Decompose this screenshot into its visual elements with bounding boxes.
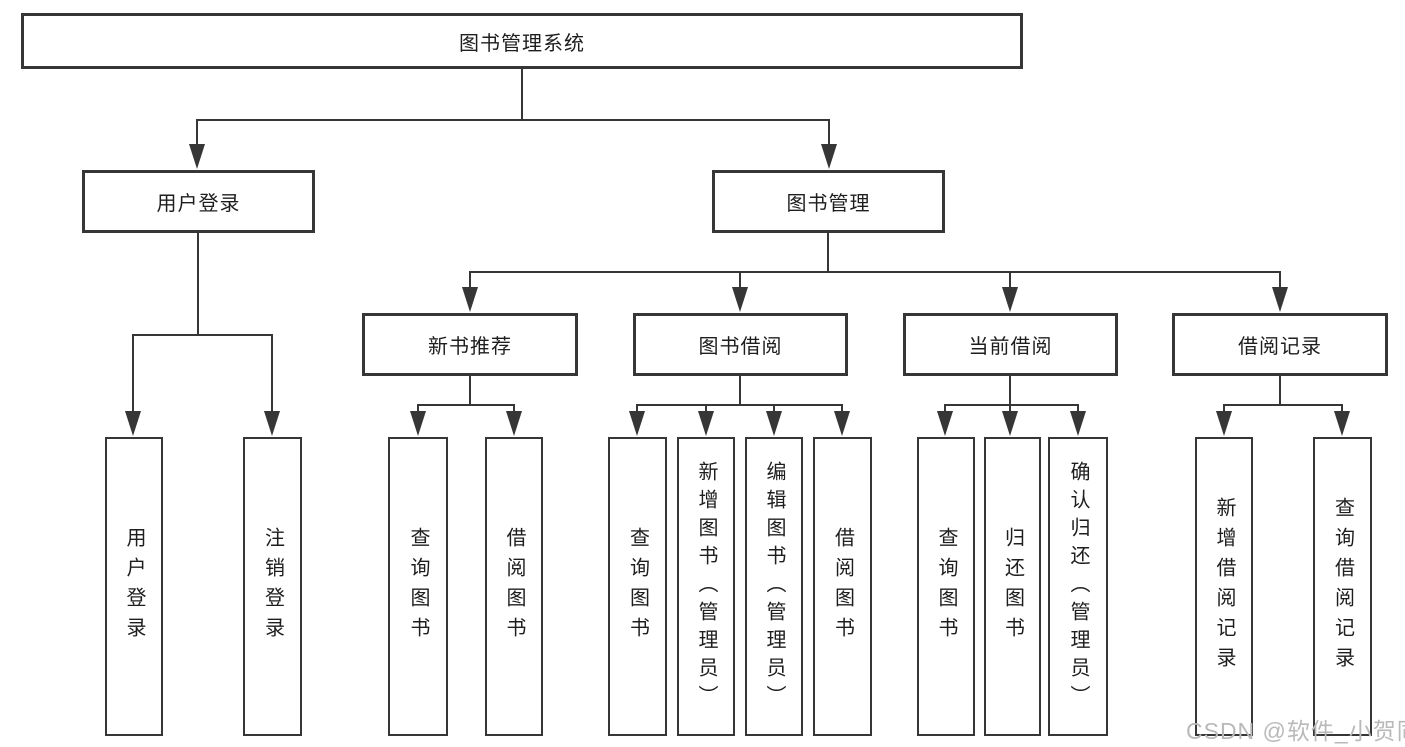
leaf-query-borrow-record: 查询借阅记录 [1313,437,1372,736]
edge-records-rail [1223,404,1343,406]
arrow-records-leaf1 [1216,411,1232,436]
edge-borrow-leaf4-drop [841,404,843,414]
leaf-edit-books-admin: 编辑图书（管理员） [745,437,803,736]
node-book-management: 图书管理 [712,170,945,233]
arrow-login-leaf2 [264,411,280,436]
leaf-recommend-borrow-books-label: 借阅图书 [503,526,525,647]
leaf-borrow-borrow-books: 借阅图书 [813,437,872,736]
edge-root-stem [521,69,523,120]
edge-borrow-leaf2-drop [705,404,707,414]
leaf-logout-label: 注销登录 [261,526,284,647]
edge-login-drop [196,119,198,149]
edge-records-drop [1279,271,1281,291]
leaf-return-books: 归还图书 [984,437,1041,736]
edge-current-leaf3-drop [1077,404,1079,414]
arrow-login [189,144,205,169]
leaf-recommend-query-books-label: 查询图书 [407,526,429,647]
arrow-borrow-leaf2 [698,411,714,436]
edge-login-leaf1-drop [132,334,134,413]
arrow-borrow-leaf4 [834,411,850,436]
edge-borrow-leaf1-drop [636,404,638,414]
arrow-records [1272,287,1288,312]
leaf-return-books-label: 归还图书 [1001,526,1024,647]
leaf-borrow-query-books: 查询图书 [608,437,667,736]
node-borrow-records: 借阅记录 [1172,313,1388,376]
leaf-confirm-return-admin-label: 确认归还（管理员） [1067,460,1089,713]
leaf-add-borrow-record: 新增借阅记录 [1195,437,1253,736]
node-user-login-label: 用户登录 [156,193,241,215]
node-current-borrow-label: 当前借阅 [968,336,1053,358]
leaf-confirm-return-admin: 确认归还（管理员） [1048,437,1108,736]
arrow-login-leaf1 [125,411,141,436]
leaf-user-login-label: 用户登录 [123,526,145,647]
leaf-add-books-admin: 新增图书（管理员） [677,437,735,736]
leaf-logout: 注销登录 [243,437,302,736]
node-borrow-records-label: 借阅记录 [1238,336,1322,358]
node-root: 图书管理系统 [21,13,1023,69]
node-book-borrow: 图书借阅 [633,313,848,376]
edge-records-stem [1279,376,1281,405]
arrow-recommend-leaf2 [506,411,522,436]
edge-login-rail [132,334,273,336]
arrow-borrow [732,287,748,312]
edge-recommend-stem [469,376,471,405]
arrow-records-leaf2 [1334,411,1350,436]
node-book-management-label: 图书管理 [786,193,871,215]
leaf-add-books-admin-label: 新增图书（管理员） [695,460,717,713]
node-current-borrow: 当前借阅 [903,313,1118,376]
arrow-recommend [462,287,478,312]
node-root-label: 图书管理系统 [459,32,585,55]
arrow-current-leaf1 [937,411,953,436]
edge-current-leaf2-drop [1009,404,1011,414]
arrow-borrow-leaf3 [766,411,782,436]
edge-recommend-rail [417,404,515,406]
arrow-recommend-leaf1 [410,411,426,436]
edge-recommend-drop [469,271,471,291]
leaf-user-login: 用户登录 [105,437,163,736]
node-book-borrow-label: 图书借阅 [698,336,783,358]
edge-current-drop [1009,271,1011,291]
leaf-recommend-query-books: 查询图书 [388,437,448,736]
edge-bookmgmt-drop [828,119,830,149]
leaf-current-query-books-label: 查询图书 [935,526,957,647]
arrow-current-leaf3 [1070,411,1086,436]
edge-level2-rail [196,119,830,121]
edge-login-leaf2-drop [271,334,273,413]
edge-recommend-leaf2-drop [513,404,515,414]
edge-current-stem [1009,376,1011,405]
leaf-recommend-borrow-books: 借阅图书 [485,437,543,736]
edge-borrow-rail [636,404,843,406]
csdn-watermark: CSDN @软件_小贺同学 [1186,718,1405,744]
node-new-book-recommend: 新书推荐 [362,313,578,376]
node-new-book-recommend-label: 新书推荐 [428,336,512,358]
edge-recommend-leaf1-drop [417,404,419,414]
edge-current-leaf1-drop [944,404,946,414]
leaf-current-query-books: 查询图书 [917,437,975,736]
edge-login-stem [197,233,199,335]
arrow-current-leaf2 [1002,411,1018,436]
arrow-current [1002,287,1018,312]
node-user-login: 用户登录 [82,170,315,233]
edge-records-leaf2-drop [1341,404,1343,414]
leaf-add-borrow-record-label: 新增借阅记录 [1213,496,1235,677]
arrow-bookmgmt [821,144,837,169]
leaf-borrow-borrow-books-label: 借阅图书 [831,526,854,647]
leaf-query-borrow-record-label: 查询借阅记录 [1331,496,1354,677]
arrow-borrow-leaf1 [629,411,645,436]
leaf-borrow-query-books-label: 查询图书 [626,526,649,647]
edge-borrow-leaf3-drop [773,404,775,414]
edge-level3-rail [469,271,1281,273]
edge-borrow-stem [739,376,741,405]
edge-current-rail [944,404,1079,406]
edge-records-leaf1-drop [1223,404,1225,414]
leaf-edit-books-admin-label: 编辑图书（管理员） [763,460,785,713]
edge-borrow-drop [739,271,741,291]
edge-bookmgmt-stem [827,233,829,272]
